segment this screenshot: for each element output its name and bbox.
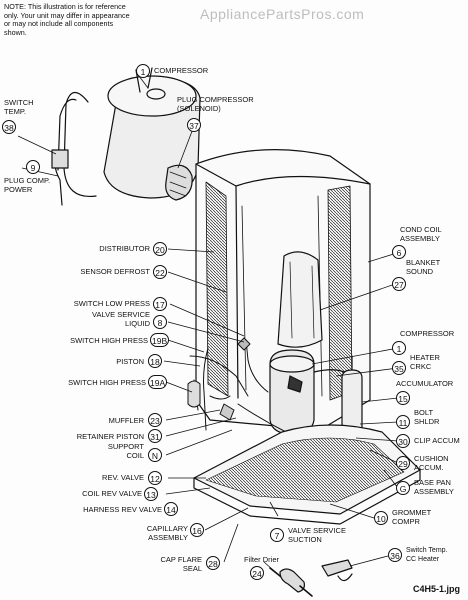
callout-distributor[interactable]: 20 — [153, 242, 167, 256]
label-switch-high-press-b: SWITCH HIGH PRESS — [70, 336, 148, 345]
watermark: AppliancePartsPros.com — [200, 6, 365, 22]
callout-piston[interactable]: 18 — [148, 354, 162, 368]
file-name: C4H5-1.jpg — [413, 584, 461, 594]
label-compressor-right: COMPRESSOR — [400, 329, 455, 338]
callout-switch-temp[interactable]: 38 — [2, 120, 16, 134]
callout-cushion-accum[interactable]: 29 — [396, 456, 410, 470]
label-plug-comp-power: PLUG COMP. POWER — [4, 176, 51, 194]
callout-valve-service-suction[interactable]: 7 — [270, 528, 284, 542]
label-switch-high-press-a: SWITCH HIGH PRESS — [68, 378, 146, 387]
label-cond-coil: COND COIL ASSEMBLY — [400, 225, 442, 243]
callout-plug-compressor[interactable]: 37 — [187, 118, 201, 132]
compressor-top-drawing — [51, 67, 201, 206]
callout-sensor-defrost[interactable]: 22 — [153, 265, 167, 279]
label-support-coil: SUPPORT COIL — [107, 442, 144, 460]
switch-temp-cc-heater-drawing — [321, 559, 353, 582]
label-accumulator: ACCUMULATOR — [396, 379, 454, 388]
label-valve-service-suction: VALVE SERVICE SUCTION — [288, 526, 346, 544]
callout-capillary-assembly[interactable]: 16 — [190, 523, 204, 537]
compressor-bottom-drawing — [269, 349, 351, 435]
callout-accumulator[interactable]: 15 — [396, 391, 410, 405]
label-compressor-top: COMPRESSOR — [154, 66, 209, 75]
callout-filter-drier[interactable]: 24 — [250, 566, 264, 580]
label-harness-rev-valve: HARNESS REV VALVE — [83, 505, 162, 514]
label-cap-flare-seal: CAP FLARE SEAL — [160, 555, 202, 573]
callout-retainer-piston[interactable]: 31 — [148, 429, 162, 443]
label-retainer-piston: RETAINER PISTON — [76, 432, 144, 441]
label-switch-temp: SWITCH TEMP. — [4, 98, 34, 116]
label-cushion-accum: CUSHION ACCUM. — [414, 454, 449, 472]
callout-base-pan[interactable]: G — [396, 481, 410, 495]
callout-switch-high-press-a[interactable]: 19A — [148, 375, 168, 389]
callout-compressor-right[interactable]: 1 — [392, 341, 406, 355]
label-base-pan: BASE PAN ASSEMBLY — [414, 478, 454, 496]
callout-switch-low-press[interactable]: 17 — [153, 297, 167, 311]
label-grommet-compr: GROMMET COMPR — [392, 508, 432, 526]
label-capillary-assembly: CAPILLARY ASSEMBLY — [146, 524, 188, 542]
callout-coil-rev-valve[interactable]: 13 — [144, 487, 158, 501]
piping-drawing — [187, 337, 287, 433]
label-blanket-sound: BLANKET SOUND — [406, 258, 441, 276]
label-piston: PISTON — [116, 357, 144, 366]
base-pan-drawing — [193, 424, 421, 525]
reference-note: NOTE: This illustration is for reference… — [4, 2, 130, 37]
label-switch-temp-cc-heater: Switch Temp. CC Heater — [406, 547, 448, 563]
label-valve-service-liquid: VALVE SERVICE LIQUID — [92, 310, 150, 328]
callout-cap-flare-seal[interactable]: 28 — [206, 556, 220, 570]
callout-compressor-top[interactable]: 1 — [136, 64, 150, 78]
callout-muffler[interactable]: 23 — [148, 413, 162, 427]
label-muffler: MUFFLER — [108, 416, 144, 425]
callout-grommet-compr[interactable]: 10 — [374, 511, 388, 525]
label-coil-rev-valve: COIL REV VALVE — [82, 489, 142, 498]
label-heater-crkc: HEATER CRKC — [410, 353, 440, 371]
label-distributor: DISTRIBUTOR — [99, 244, 150, 253]
callout-valve-service-liquid[interactable]: 8 — [153, 315, 167, 329]
label-bolt-shldr: BOLT SHLDR — [414, 408, 440, 426]
label-plug-compressor: PLUG COMPRESSOR (SOLENOID) — [177, 95, 254, 113]
callout-blanket-sound[interactable]: 27 — [392, 277, 406, 291]
callout-switch-temp-cc-heater[interactable]: 36 — [388, 548, 402, 562]
callout-rev-valve[interactable]: 12 — [148, 471, 162, 485]
label-clip-accum: CLIP ACCUM — [414, 436, 460, 445]
callout-heater-crkc[interactable]: 35 — [392, 361, 406, 375]
filter-drier-drawing — [269, 567, 313, 597]
callout-bolt-shldr[interactable]: 11 — [396, 415, 410, 429]
label-switch-low-press: SWITCH LOW PRESS — [73, 299, 150, 308]
callout-support-coil[interactable]: N — [148, 448, 162, 462]
blanket-sound-drawing — [277, 251, 323, 348]
callout-cond-coil[interactable]: 6 — [392, 245, 406, 259]
callout-plug-comp-power[interactable]: 9 — [26, 160, 40, 174]
callout-harness-rev-valve[interactable]: 14 — [164, 502, 178, 516]
callout-clip-accum[interactable]: 30 — [396, 434, 410, 448]
label-rev-valve: REV. VALVE — [102, 473, 144, 482]
label-filter-drier: Filter Drier — [244, 555, 279, 564]
label-sensor-defrost: SENSOR DEFROST — [80, 267, 150, 276]
callout-switch-high-press-b[interactable]: 19B — [150, 333, 170, 347]
